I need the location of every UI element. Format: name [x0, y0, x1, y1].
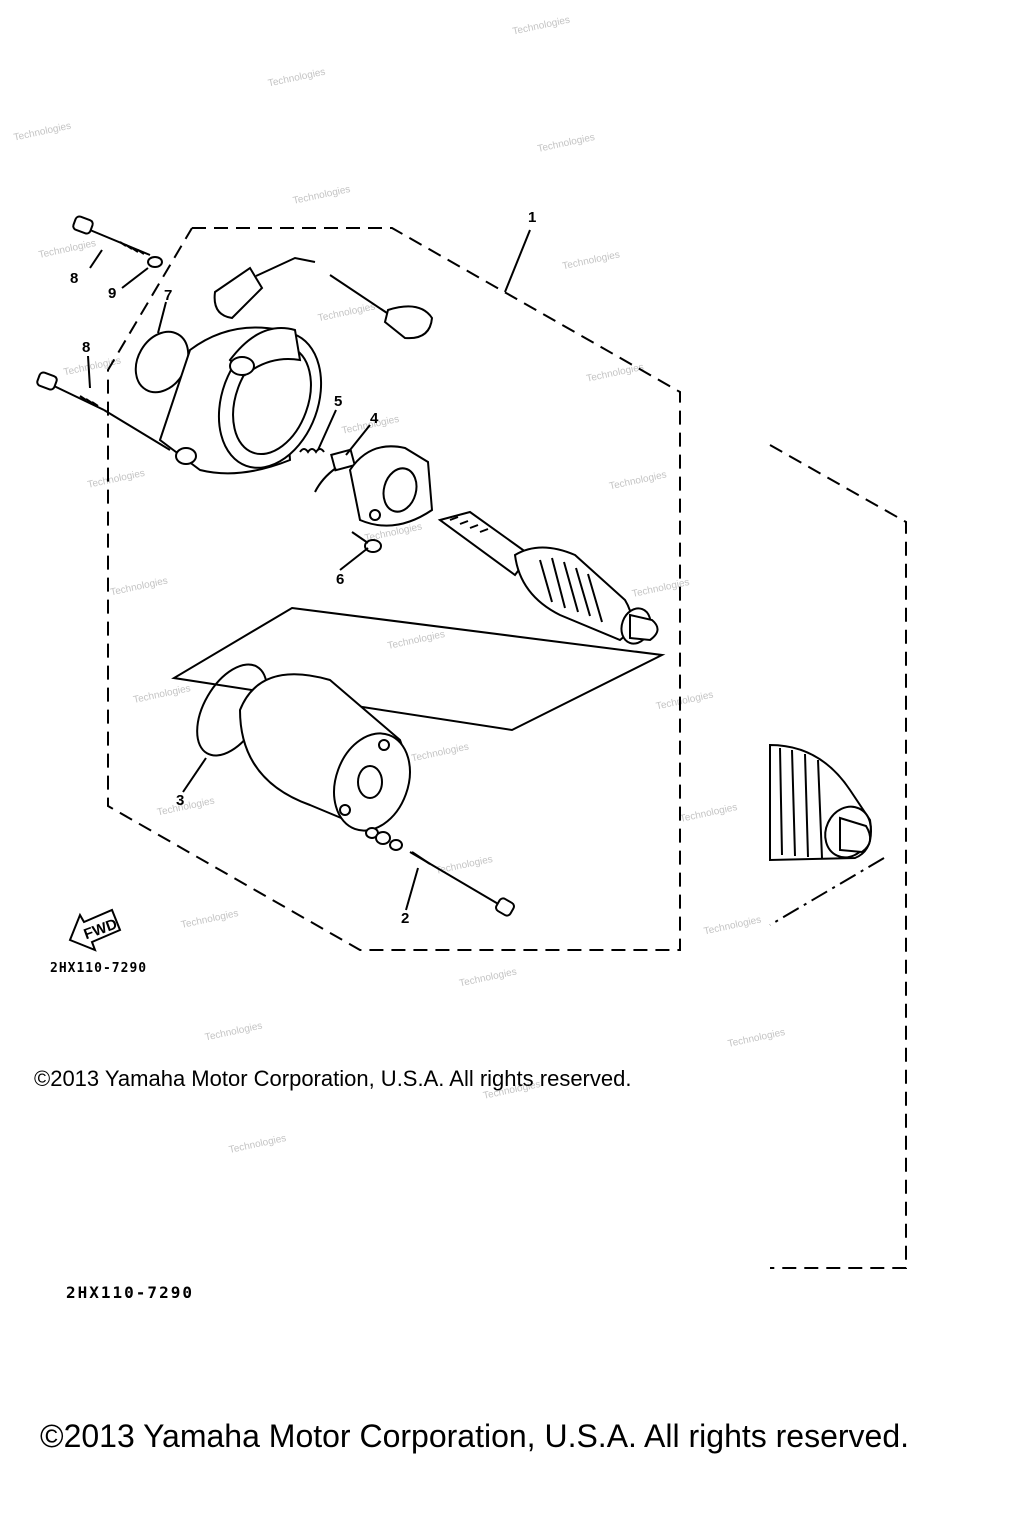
svg-text:Technologies: Technologies [585, 362, 644, 385]
brush [314, 448, 356, 493]
diagram-code-small: 2HX110-7290 [50, 961, 148, 976]
svg-text:Technologies: Technologies [537, 132, 596, 155]
svg-text:Technologies: Technologies [655, 690, 714, 713]
yoke-washers [365, 827, 403, 851]
svg-text:Technologies: Technologies [458, 966, 517, 989]
callout-8-upper: 8 [70, 270, 78, 287]
copyright-small: ©2013 Yamaha Motor Corporation, U.S.A. A… [34, 1066, 632, 1091]
svg-text:Technologies: Technologies [87, 468, 146, 491]
yoke-outline [171, 606, 666, 732]
svg-text:Technologies: Technologies [180, 908, 239, 931]
fwd-arrow: FWD [68, 908, 122, 952]
bolt-upper [72, 215, 151, 256]
svg-text:Technologies: Technologies [156, 796, 215, 819]
diagram-code-large: 2HX110-7290 [66, 1283, 194, 1302]
armature-detail [769, 743, 872, 862]
svg-text:Technologies: Technologies [631, 577, 690, 600]
callout-2: 2 [401, 910, 409, 927]
yoke [238, 673, 411, 832]
svg-text:Technologies: Technologies [13, 121, 72, 144]
leader-lines [87, 229, 531, 911]
screw [351, 531, 382, 553]
callout-3: 3 [176, 792, 184, 809]
svg-text:Technologies: Technologies [38, 238, 97, 261]
assembly-boundary [107, 227, 681, 951]
callout-5: 5 [334, 393, 342, 410]
callout-1: 1 [528, 209, 536, 226]
detail-enclosure [769, 444, 907, 1269]
svg-text:Technologies: Technologies [727, 1027, 786, 1050]
front-cover [158, 256, 434, 475]
callout-8-lower: 8 [82, 339, 90, 356]
svg-text:Technologies: Technologies [292, 184, 351, 207]
svg-text:Technologies: Technologies [132, 683, 191, 706]
callout-9: 9 [108, 285, 116, 302]
svg-text:Technologies: Technologies [387, 629, 446, 652]
callout-7: 7 [164, 287, 172, 304]
callout-6: 6 [336, 571, 344, 588]
bolt-lower [36, 371, 171, 451]
washer [147, 256, 163, 268]
long-bolt [409, 851, 515, 917]
svg-text:Technologies: Technologies [63, 355, 122, 378]
svg-text:Technologies: Technologies [267, 67, 326, 90]
armature [437, 510, 659, 645]
svg-text:Technologies: Technologies [561, 249, 620, 272]
svg-text:Technologies: Technologies [204, 1021, 263, 1044]
copyright-large: ©2013 Yamaha Motor Corporation, U.S.A. A… [40, 1418, 910, 1454]
svg-text:Technologies: Technologies [109, 575, 168, 598]
svg-text:Technologies: Technologies [411, 742, 470, 765]
callout-4: 4 [370, 410, 379, 427]
brush-spring [299, 448, 325, 454]
svg-text:Technologies: Technologies [434, 854, 493, 877]
svg-text:Technologies: Technologies [608, 469, 667, 492]
svg-text:Technologies: Technologies [679, 802, 738, 825]
callout-numbers: 1 2 3 4 5 6 7 8 8 9 [70, 209, 536, 927]
brush-holder-plate [348, 445, 434, 527]
svg-text:Technologies: Technologies [703, 915, 762, 938]
svg-text:Technologies: Technologies [228, 1133, 287, 1156]
svg-text:Technologies: Technologies [512, 15, 571, 38]
svg-text:Technologies: Technologies [317, 301, 376, 324]
